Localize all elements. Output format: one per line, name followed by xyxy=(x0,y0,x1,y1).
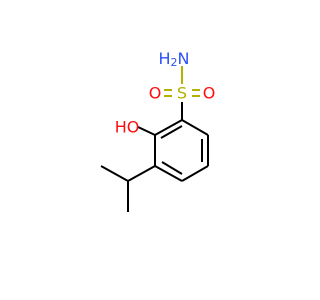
ring-bond-c6-c1 xyxy=(154,119,183,136)
amine-atom-label: H2N xyxy=(159,49,190,69)
hydroxyl-atom-label: HO xyxy=(115,118,140,137)
bond-ring-to-isopropyl xyxy=(127,165,156,182)
sulfur-atom-label: S xyxy=(177,84,187,103)
ring-bond-c1-c2 xyxy=(181,119,209,136)
hydroxyl-group: HO xyxy=(115,118,156,137)
molecule-structure-diagram: S O O H2N HO xyxy=(100,49,216,212)
oxygen-left-atom-label: O xyxy=(149,84,162,103)
bond-ring-to-oxygen xyxy=(137,126,156,136)
ring-double-bond-c4-c5 xyxy=(161,161,183,175)
isopropyl-group xyxy=(100,165,156,212)
amine-subscript: 2 xyxy=(171,56,178,69)
benzene-ring xyxy=(154,119,209,182)
bond-isopropyl-methyl-left xyxy=(100,165,129,182)
amine-n-part: N xyxy=(178,49,190,68)
sulfonamide-group: S O O H2N xyxy=(149,49,216,120)
oxygen-right-atom-label: O xyxy=(203,84,216,103)
ring-double-bond-c6-c1 xyxy=(160,125,183,139)
ring-bond-c3-c4 xyxy=(181,165,209,182)
ring-bond-c4-c5 xyxy=(154,165,183,182)
amine-h-part: H xyxy=(159,49,171,68)
